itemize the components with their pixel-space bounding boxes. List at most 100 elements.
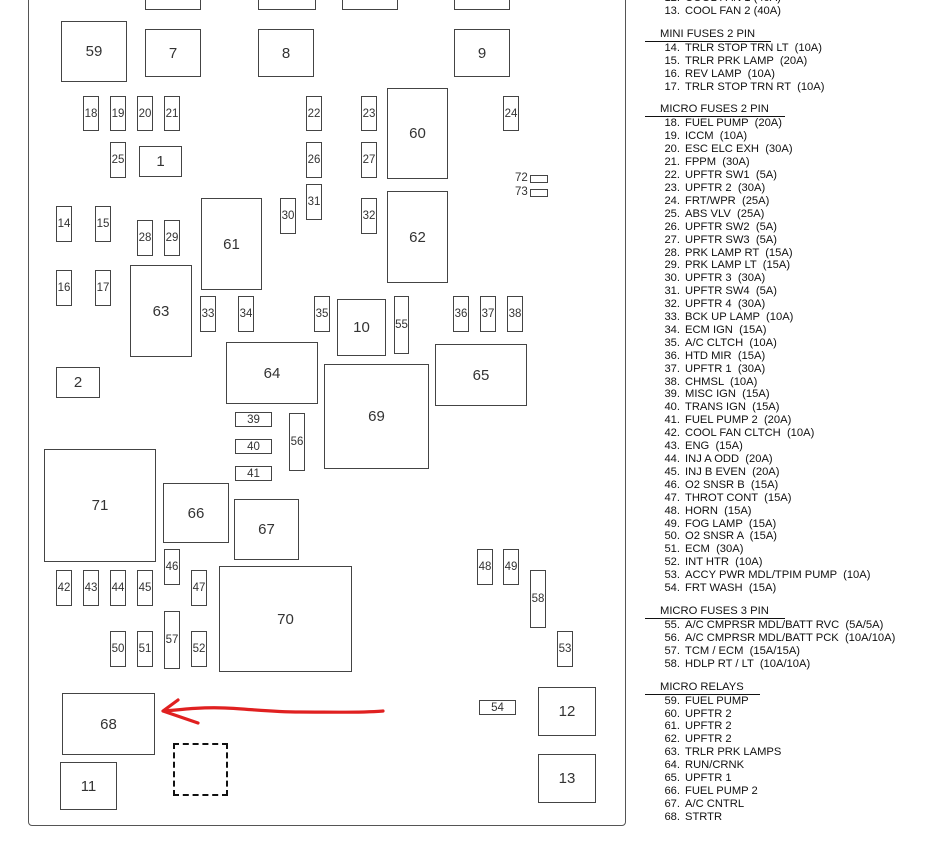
legend-item: 17.TRLR STOP TRN RT (10A) bbox=[654, 81, 950, 94]
legend-item-text: COOL FAN 1 (40A) bbox=[685, 0, 781, 5]
component-49: 49 bbox=[503, 549, 519, 585]
legend-item-number: 47. bbox=[664, 491, 680, 504]
component-61: 61 bbox=[201, 198, 262, 290]
component-39: 39 bbox=[235, 412, 272, 427]
legend-section-title: MICRO RELAYS bbox=[645, 681, 760, 695]
legend-item-text: PRK LAMP LT (15A) bbox=[685, 259, 791, 272]
legend-item: 37.UPFTR 1 (30A) bbox=[654, 363, 950, 376]
component-16: 16 bbox=[56, 270, 72, 306]
legend-item-text: TRLR STOP TRN LT (10A) bbox=[685, 41, 822, 54]
legend-item: 42. COOL FAN CLTCH (10A) bbox=[654, 427, 950, 440]
legend-item-text: ABS VLV (25A) bbox=[685, 207, 765, 220]
component-69: 69 bbox=[324, 364, 429, 469]
legend-item-text: FUEL PUMP (20A) bbox=[685, 117, 782, 130]
legend-item-number: 49. bbox=[664, 517, 680, 530]
legend-item: 48.HORN (15A) bbox=[654, 505, 950, 518]
legend-item-number: 17. bbox=[664, 80, 680, 93]
legend-item-number: 44. bbox=[664, 453, 680, 465]
component-14: 14 bbox=[56, 206, 72, 242]
component-2: 2 bbox=[56, 367, 100, 398]
legend-item-text: UPFTR SW1 (5A) bbox=[685, 169, 777, 182]
component-48: 48 bbox=[477, 549, 493, 585]
component-42: 42 bbox=[56, 570, 72, 606]
legend-item: 21.FPPM (30A) bbox=[654, 156, 950, 169]
legend-item: 27.UPFTR SW3 (5A) bbox=[654, 234, 950, 247]
fuse-legend: 12.COOL FAN 1 (40A)13.COOL FAN 2 (40A) MI… bbox=[645, 0, 950, 824]
component-18: 18 bbox=[83, 96, 99, 131]
legend-item-number: 62. bbox=[664, 733, 680, 746]
legend-item-text: FUEL PUMP 2 (20A) bbox=[685, 414, 792, 427]
component-top-a bbox=[145, 0, 201, 10]
legend-item: 15.TRLR PRK LAMP (20A) bbox=[654, 55, 950, 68]
legend-item-number: 36. bbox=[664, 349, 680, 362]
component-65: 65 bbox=[435, 344, 527, 406]
legend-item-number: 50. bbox=[664, 530, 680, 543]
legend-item: 43.ENG (15A) bbox=[654, 440, 950, 453]
component-label-72: 72 bbox=[515, 172, 528, 184]
component-28: 28 bbox=[137, 220, 153, 256]
legend-item-number: 65. bbox=[664, 772, 680, 785]
component-31: 31 bbox=[306, 184, 322, 220]
legend-item: 23. UPFTR 2 (30A) bbox=[654, 182, 950, 195]
legend-item: 59.FUEL PUMP bbox=[654, 695, 950, 708]
component-53: 53 bbox=[557, 631, 573, 667]
legend-section-heading: MINI FUSES 2 PIN bbox=[645, 28, 950, 42]
legend-item: 41.FUEL PUMP 2 (20A) bbox=[654, 414, 950, 427]
legend-item: 49.FOG LAMP (15A) bbox=[654, 518, 950, 531]
legend-item: 19.ICCM (10A) bbox=[654, 130, 950, 143]
component-50: 50 bbox=[110, 631, 126, 667]
legend-item-text: TRLR PRK LAMPS bbox=[685, 746, 782, 759]
legend-item-number: 51. bbox=[664, 543, 680, 556]
legend-item-text: UPFTR 2 (30A) bbox=[685, 181, 766, 194]
legend-item: 13.COOL FAN 2 (40A) bbox=[654, 5, 950, 18]
component-23: 23 bbox=[361, 96, 377, 131]
legend-item-number: 53. bbox=[664, 569, 680, 582]
legend-item: 14.TRLR STOP TRN LT (10A) bbox=[654, 42, 950, 55]
legend-item-text: INT HTR (10A) bbox=[685, 556, 763, 569]
fuse-box-outline bbox=[28, 0, 626, 826]
legend-item: 63.TRLR PRK LAMPS bbox=[654, 746, 950, 759]
component-20: 20 bbox=[137, 96, 153, 131]
legend-item-text: REV LAMP (10A) bbox=[685, 67, 775, 80]
component-37: 37 bbox=[480, 296, 496, 332]
legend-item-number: 22. bbox=[664, 169, 680, 182]
legend-item-text: UPFTR SW4 (5A) bbox=[685, 285, 777, 298]
legend-item-number: 12. bbox=[654, 0, 685, 5]
legend-item-number: 35. bbox=[664, 336, 680, 349]
legend-item-text: UPFTR 2 bbox=[685, 733, 732, 746]
legend-item-number: 61. bbox=[664, 720, 680, 733]
legend-item-text: O2 SNSR A (15A) bbox=[685, 530, 778, 543]
legend-item-number: 18. bbox=[664, 117, 680, 130]
legend-item-text: COOL FAN CLTCH (10A) bbox=[685, 427, 815, 440]
component-60: 60 bbox=[387, 88, 448, 179]
legend-item: 28.PRK LAMP RT (15A) bbox=[654, 247, 950, 260]
component-label-73: 73 bbox=[515, 186, 528, 198]
legend-item-text: UPFTR 1 bbox=[685, 772, 732, 785]
legend-item: 61.UPFTR 2 bbox=[654, 720, 950, 733]
legend-item: 31.UPFTR SW4 (5A) bbox=[654, 285, 950, 298]
legend-item: 54.FRT WASH (15A) bbox=[654, 582, 950, 595]
component-34: 34 bbox=[238, 296, 254, 332]
component-7: 7 bbox=[145, 29, 201, 77]
legend-item-number: 30. bbox=[664, 272, 680, 285]
component-13: 13 bbox=[538, 754, 596, 803]
legend-item-number: 29. bbox=[664, 259, 680, 272]
component-57: 57 bbox=[164, 611, 180, 669]
legend-item-number: 42. bbox=[664, 427, 680, 440]
legend-item-number: 66. bbox=[664, 784, 680, 797]
legend-item-text: ACCY PWR MDL/TPIM PUMP (10A) bbox=[685, 569, 871, 582]
legend-item-number: 37. bbox=[664, 362, 680, 375]
component-17: 17 bbox=[95, 270, 111, 306]
legend-item-number: 23. bbox=[664, 181, 680, 194]
component-56: 56 bbox=[289, 413, 305, 471]
legend-item-text: RUN/CRNK bbox=[685, 759, 745, 772]
component-63: 63 bbox=[130, 265, 192, 357]
legend-section-heading: MICRO FUSES 3 PIN bbox=[645, 605, 950, 619]
legend-item-number: 48. bbox=[664, 504, 680, 517]
component-59: 59 bbox=[61, 21, 127, 82]
legend-item-number: 57. bbox=[664, 644, 680, 657]
component-25: 25 bbox=[110, 142, 126, 178]
legend-item-text: A/C CLTCH (10A) bbox=[685, 336, 777, 349]
component-67: 67 bbox=[234, 499, 299, 560]
